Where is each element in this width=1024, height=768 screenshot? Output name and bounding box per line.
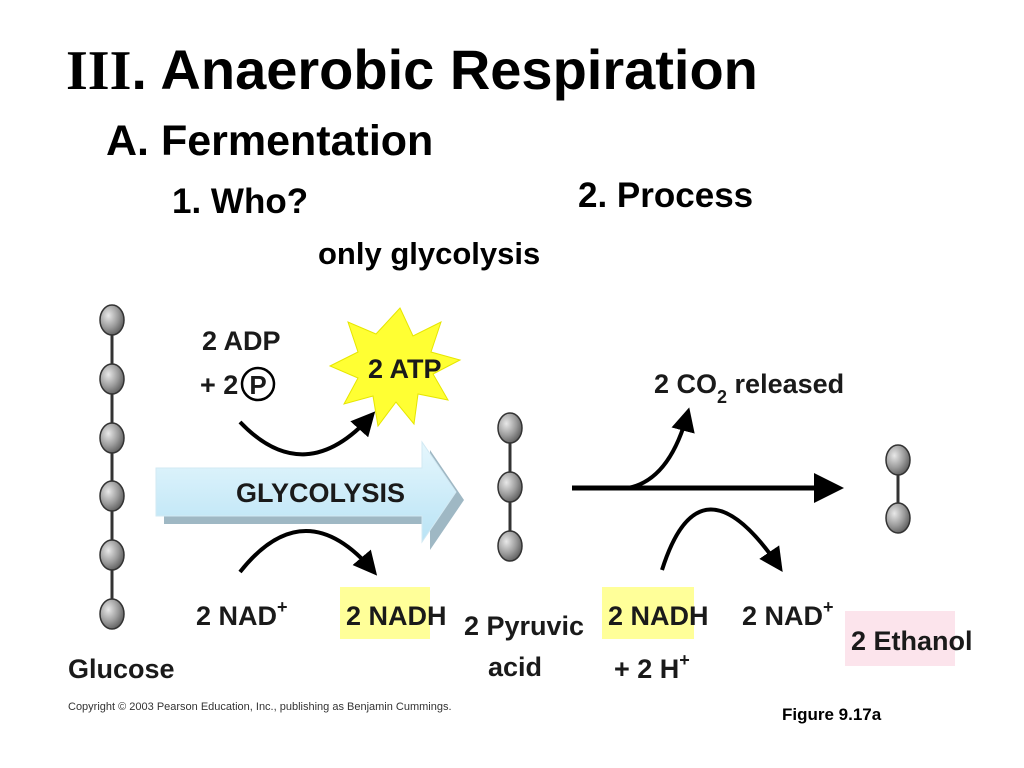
- phosphate-symbol: P: [249, 370, 266, 400]
- title-roman-numeral: III: [66, 40, 132, 102]
- title-text: . Anaerobic Respiration: [131, 38, 758, 101]
- atp-burst-icon: [328, 307, 462, 428]
- adp-to-atp-arrow: [238, 411, 376, 457]
- glucose-label: Glucose: [68, 654, 175, 684]
- nadh-to-nad-arrow: [660, 507, 783, 572]
- glycolysis-label: GLYCOLYSIS: [236, 478, 405, 508]
- ethanol-label: 2 Ethanol: [851, 626, 973, 656]
- atp-label: 2 ATP: [368, 354, 442, 384]
- nad-left-label: 2 NAD+: [196, 597, 288, 631]
- note-only-glycolysis: only glycolysis: [318, 236, 541, 271]
- glucose-molecule: [99, 304, 125, 630]
- nad-to-nadh-arrow: [238, 529, 378, 576]
- slide-title: III. Anaerobic Respiration: [66, 38, 758, 103]
- nadh-left-highlight: [340, 587, 430, 639]
- ethanol-highlight: [845, 611, 955, 666]
- subheading-fermentation: A. Fermentation: [106, 117, 434, 165]
- pyruvic-acid-molecule: [497, 412, 523, 562]
- ethanol-molecule: [885, 444, 911, 534]
- co2-release-arrow: [627, 407, 695, 490]
- adp-label: 2 ADP: [202, 326, 281, 356]
- nadh-right-label: 2 NADH: [608, 601, 709, 631]
- copyright-notice: Copyright © 2003 Pearson Education, Inc.…: [68, 701, 452, 713]
- item-who: 1. Who?: [172, 182, 309, 221]
- co2-released-label: 2 CO2 released: [654, 369, 844, 407]
- adp-plus-label: + 2: [200, 370, 238, 400]
- nadh-right-highlight: [602, 587, 694, 639]
- figure-label: Figure 9.17a: [782, 705, 882, 724]
- pyruvic-acid-label-line1: 2 Pyruvic: [464, 611, 584, 641]
- item-process: 2. Process: [578, 176, 754, 215]
- pyruvic-acid-label-line2: acid: [488, 652, 542, 682]
- phosphate-circle-icon: [240, 366, 276, 402]
- h-ion-label: + 2 H+: [614, 650, 690, 684]
- glycolysis-arrow: [155, 440, 464, 550]
- nad-right-label: 2 NAD+: [742, 597, 834, 631]
- nadh-left-label: 2 NADH: [346, 601, 447, 631]
